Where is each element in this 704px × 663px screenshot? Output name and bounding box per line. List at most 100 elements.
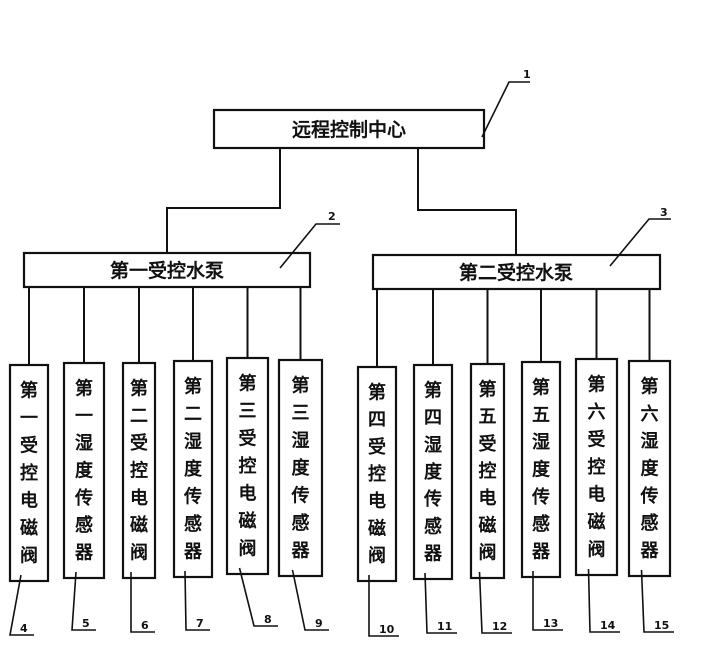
device-label-char: 电 bbox=[130, 487, 148, 509]
device-label-char: 电 bbox=[368, 490, 386, 512]
device-label-char: 第 bbox=[292, 375, 310, 397]
device-label-char: 控 bbox=[130, 460, 148, 482]
device-leader-line bbox=[71, 571, 96, 631]
device-leader-line bbox=[238, 567, 278, 627]
device-ref-number: 6 bbox=[141, 619, 149, 632]
device-label-char: 器 bbox=[423, 543, 443, 564]
device-leader-line bbox=[532, 571, 563, 631]
device-label-char: 第 bbox=[532, 377, 550, 399]
device-label-char: 磁 bbox=[368, 517, 386, 539]
device-label-char: 磁 bbox=[479, 514, 497, 536]
device-label-char: 控 bbox=[479, 460, 497, 482]
root-node: 远程控制中心 bbox=[212, 108, 486, 150]
device-label-char: 器 bbox=[640, 540, 660, 561]
device-box bbox=[225, 356, 270, 576]
device-leader-line bbox=[640, 569, 674, 633]
root-box bbox=[212, 108, 486, 150]
device-label-char: 一 bbox=[75, 406, 93, 427]
device-label-char: 度 bbox=[532, 459, 551, 481]
device-box bbox=[574, 357, 619, 577]
device-leader-line bbox=[130, 572, 155, 633]
device-label-char: 第 bbox=[20, 380, 38, 402]
device-box bbox=[8, 363, 50, 583]
device-label-char: 一 bbox=[20, 408, 38, 429]
device-label-char: 湿 bbox=[292, 431, 310, 452]
device-label-char: 第 bbox=[368, 382, 386, 404]
device-label-char: 五 bbox=[532, 405, 550, 426]
device-label-char: 阀 bbox=[588, 538, 606, 560]
device-label-char: 第 bbox=[130, 378, 148, 400]
device-label-char: 控 bbox=[588, 456, 606, 478]
device-label-char: 第 bbox=[184, 376, 202, 398]
device-leader-line bbox=[587, 568, 620, 633]
device-label-char: 第 bbox=[239, 373, 257, 395]
device-box bbox=[627, 359, 672, 578]
device-label-char: 湿 bbox=[532, 432, 550, 453]
device-ref-number: 11 bbox=[437, 620, 452, 633]
device-label-char: 器 bbox=[291, 540, 311, 561]
device-label-char: 三 bbox=[292, 403, 310, 424]
device-label-char: 阀 bbox=[368, 544, 386, 566]
device-label-char: 度 bbox=[424, 461, 443, 483]
device-label-char: 传 bbox=[423, 488, 442, 510]
device-box bbox=[469, 362, 506, 580]
device-ref-number: 4 bbox=[20, 622, 28, 635]
device-ref-number: 13 bbox=[543, 617, 558, 630]
root-ref-number: 1 bbox=[523, 68, 531, 81]
device-label-char: 湿 bbox=[184, 432, 202, 453]
device-leader-line bbox=[424, 572, 457, 634]
device-label-char: 三 bbox=[239, 401, 257, 422]
device-box bbox=[62, 361, 106, 580]
device-leader-line bbox=[9, 574, 34, 636]
device-label-char: 传 bbox=[531, 486, 550, 508]
device-ref-number: 15 bbox=[654, 619, 669, 632]
device-nodes: 第一受控电磁阀4第一湿度传感器5第二受控电磁阀6第二湿度传感器7第三受控电磁阀8… bbox=[8, 287, 674, 637]
root-label: 远程控制中心 bbox=[292, 118, 406, 141]
device-label-char: 湿 bbox=[641, 431, 659, 452]
device-label-char: 四 bbox=[424, 408, 442, 429]
device-label-char: 感 bbox=[184, 513, 202, 535]
device-label-char: 传 bbox=[291, 484, 310, 506]
pump-node-2: 第二受控水泵 3 bbox=[371, 206, 671, 291]
device-label-char: 传 bbox=[74, 487, 93, 509]
device-label-char: 六 bbox=[588, 401, 606, 423]
pump-box-2 bbox=[371, 253, 662, 291]
device-ref-number: 12 bbox=[492, 620, 507, 633]
device-label-char: 磁 bbox=[588, 511, 606, 533]
device-leader-line bbox=[368, 575, 399, 637]
pump-label-2: 第二受控水泵 bbox=[459, 261, 573, 284]
device-label-char: 电 bbox=[239, 482, 257, 504]
device-box bbox=[412, 363, 454, 581]
device-label-char: 阀 bbox=[20, 544, 38, 566]
device-ref-number: 9 bbox=[315, 617, 323, 630]
device-label-char: 阀 bbox=[479, 541, 497, 563]
device-label-char: 度 bbox=[75, 460, 94, 482]
pump-label-1: 第一受控水泵 bbox=[110, 259, 224, 282]
device-label-char: 控 bbox=[239, 455, 257, 477]
device-label-char: 二 bbox=[130, 406, 148, 427]
pump-leader-line-1 bbox=[279, 223, 340, 269]
device-label-char: 六 bbox=[641, 403, 659, 425]
device-label-char: 受 bbox=[130, 432, 148, 454]
device-label-char: 湿 bbox=[424, 435, 442, 456]
device-label-char: 湿 bbox=[75, 433, 93, 454]
device-label-char: 受 bbox=[588, 429, 606, 451]
device-label-char: 电 bbox=[479, 487, 497, 509]
root-leader-line bbox=[481, 81, 530, 138]
device-label-char: 磁 bbox=[130, 514, 148, 536]
device-label-char: 度 bbox=[292, 457, 311, 479]
device-label-char: 五 bbox=[479, 407, 497, 428]
device-label-char: 传 bbox=[183, 485, 202, 507]
device-label-char: 受 bbox=[479, 433, 497, 455]
device-label-char: 度 bbox=[184, 458, 203, 480]
